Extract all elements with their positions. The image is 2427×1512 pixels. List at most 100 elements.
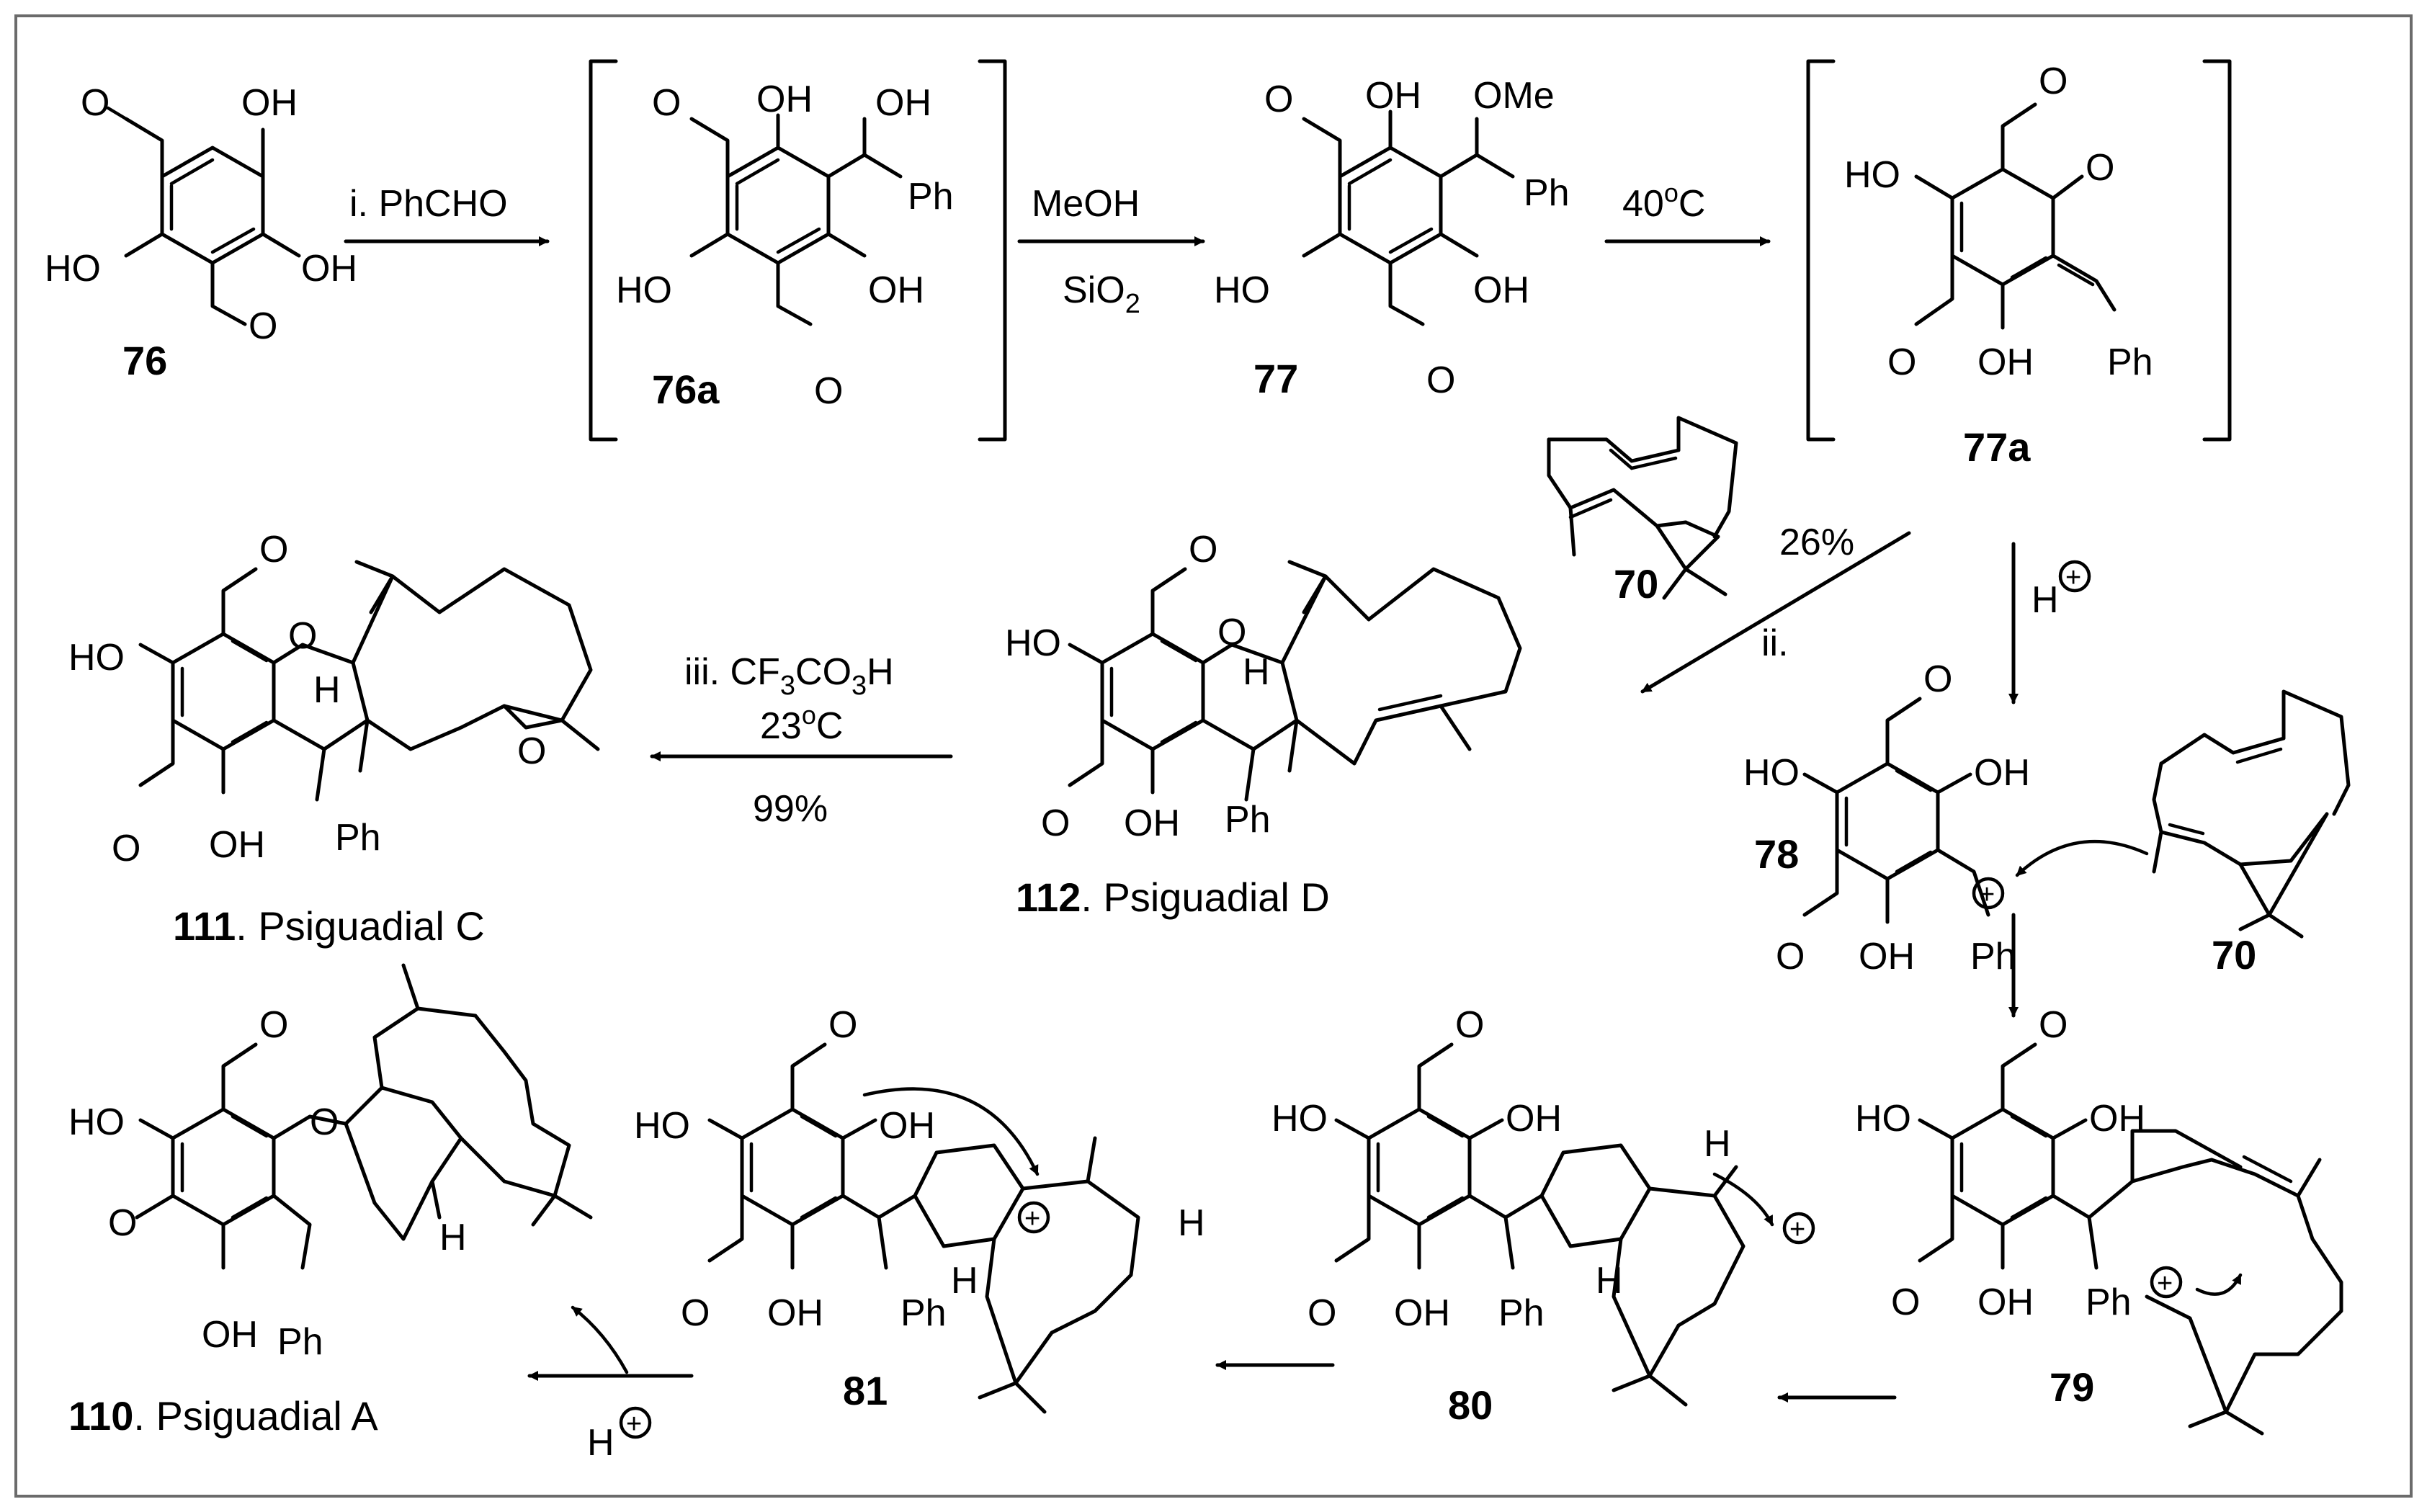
atom-HO: HO [1005, 622, 1061, 664]
atom-OH: OH [1859, 936, 1915, 978]
compound-label-70-top: 70 [1614, 561, 1658, 607]
atom-H: H [1178, 1202, 1205, 1244]
atom-H: H [313, 669, 341, 711]
atom-O: O [1455, 1004, 1484, 1046]
atom-H: H [439, 1217, 467, 1258]
atom-H: H [1243, 651, 1270, 693]
condition-step-i: i. PhCHO [349, 183, 508, 225]
atom-O: O [681, 1292, 710, 1334]
atom-O: O [1217, 612, 1246, 653]
atom-Ph: Ph [900, 1292, 947, 1334]
atom-O: O [1923, 658, 1952, 700]
charge-plus: + [1979, 880, 1995, 910]
compound-label-78: 78 [1754, 831, 1799, 877]
atom-O: O [1776, 936, 1805, 978]
atom-OH: OH [1394, 1292, 1450, 1334]
atom-HO: HO [45, 248, 101, 290]
structure-77: O OH OMe Ph HO OH O 77 [1214, 75, 1570, 401]
condition-step-ii: ii. [1761, 622, 1789, 664]
condition-yield99: 99% [753, 788, 828, 830]
atom-O: O [1041, 802, 1070, 844]
curved-arrow-attack [2015, 839, 2149, 877]
compound-label-80: 80 [1448, 1382, 1493, 1428]
atom-O: O [1189, 529, 1217, 571]
atom-O: O [1264, 79, 1293, 120]
atom-OH: OH [879, 1105, 935, 1147]
atom-OH: OH [209, 824, 265, 866]
atom-OH: OH [1977, 1281, 2034, 1323]
condition-meoh: MeOH [1032, 183, 1140, 225]
structure-80: O HO OH H + H O OH Ph 80 [1271, 1004, 1815, 1428]
compound-name-111: 111. Psiguadial C [173, 903, 485, 949]
curved-arrow-migration [862, 1087, 1040, 1176]
atom-Ph: Ph [277, 1321, 323, 1363]
atom-HO: HO [1855, 1098, 1911, 1140]
charge-plus-icon [1972, 877, 2005, 910]
condition-yield26: 26% [1779, 522, 1854, 563]
charge-plus-icon [619, 1406, 652, 1439]
atom-OH: OH [868, 269, 924, 311]
atom-H: H [1704, 1123, 1731, 1165]
atom-O: O [310, 1101, 339, 1143]
atom-H: H [1596, 1260, 1623, 1302]
atom-O: O [259, 529, 288, 571]
structure-112: O HO O H O OH Ph 112. Psiguadial D [1005, 529, 1522, 920]
atom-O: O [81, 82, 109, 124]
curved-arrow-cyclization [2195, 1273, 2243, 1296]
atom-OH: OH [241, 82, 298, 124]
bracket-right [2202, 59, 2232, 442]
atom-OH: OH [1124, 802, 1180, 844]
charge-plus-icon [1782, 1212, 1815, 1245]
atom-O: O [2039, 61, 2068, 102]
curved-arrow-deprotonation [571, 1305, 629, 1374]
structure-77a: O O HO O OH Ph 77a [1844, 61, 2153, 470]
atom-OH: OH [767, 1292, 823, 1334]
charge-plus-icon [2058, 560, 2091, 593]
structure-76: O OH HO OH O 76 [45, 82, 357, 383]
charge-plus: + [1789, 1214, 1805, 1245]
atom-O: O [652, 82, 681, 124]
structure-70-top: 70 [1547, 416, 1738, 607]
atom-OH: OH [756, 79, 813, 120]
atom-OH: OH [1977, 341, 2034, 383]
atom-Ph: Ph [335, 817, 381, 859]
compound-label-76a: 76a [652, 367, 720, 412]
charge-plus: + [1024, 1204, 1040, 1234]
atom-Ph: Ph [1498, 1292, 1545, 1334]
atom-OH: OH [1506, 1098, 1562, 1140]
atom-OH: OH [875, 82, 931, 124]
atom-O: O [828, 1004, 857, 1046]
arrow-step-ii [1640, 531, 1911, 694]
compound-name-110: 110. Psiguadial A [68, 1393, 378, 1439]
atom-OH: OH [301, 248, 357, 290]
condition-sio2: SiO2 [1063, 269, 1140, 319]
compound-label-70-right: 70 [2212, 932, 2256, 978]
condition-proton-loss: H [587, 1422, 614, 1464]
atom-HO: HO [68, 637, 125, 679]
atom-O: O [112, 828, 140, 869]
charge-plus-icon [2150, 1266, 2183, 1299]
atom-Ph: Ph [1970, 936, 2016, 978]
atom-HO: HO [1743, 752, 1800, 794]
curved-arrow-hydride-shift [1712, 1172, 1774, 1227]
bracket-right [978, 59, 1007, 442]
atom-O: O [108, 1202, 137, 1244]
atom-O: O [1426, 359, 1455, 401]
atom-HO: HO [68, 1101, 125, 1143]
atom-HO: HO [616, 269, 672, 311]
atom-OH: OH [1974, 752, 2030, 794]
atom-O: O [249, 305, 277, 347]
atom-HO: HO [634, 1105, 690, 1147]
condition-23c: 23oC [760, 700, 843, 747]
atom-O: O [1891, 1281, 1920, 1323]
atom-Ph: Ph [2107, 341, 2153, 383]
atom-HO: HO [1271, 1098, 1328, 1140]
compound-label-76: 76 [122, 338, 167, 383]
condition-40c: 40oC [1622, 178, 1705, 225]
bracket-left [1806, 59, 1836, 442]
atom-O: O [814, 370, 843, 412]
structure-110: O HO O H O OH Ph 110. Psiguadial A [68, 963, 593, 1439]
atom-OH: OH [1473, 269, 1529, 311]
atom-O: O [1887, 341, 1916, 383]
atom-HO: HO [1214, 269, 1270, 311]
